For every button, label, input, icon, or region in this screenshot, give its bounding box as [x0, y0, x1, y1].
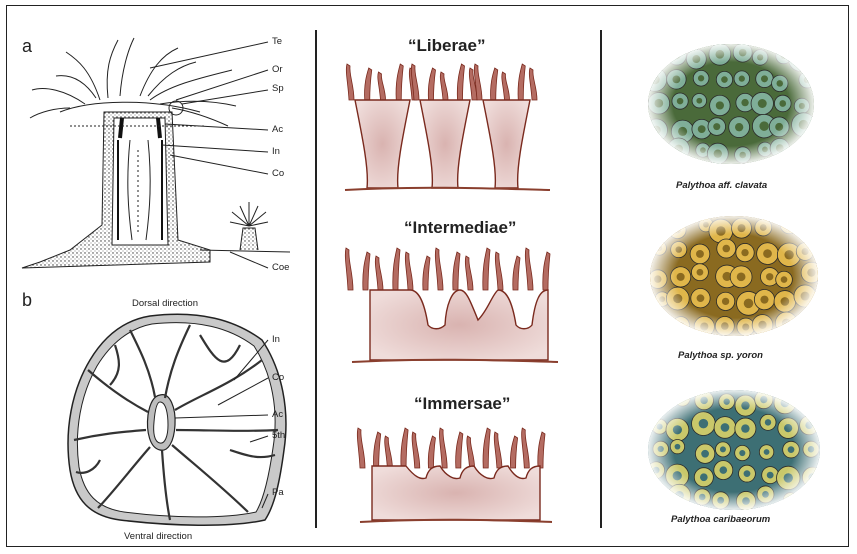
- intermediae-tentacle: [405, 252, 413, 290]
- immersae-tentacle: [494, 432, 502, 468]
- immersae-tentacle: [522, 428, 530, 468]
- intermediae-tentacle: [513, 256, 520, 290]
- photo-palythoa-caribaeorum: [648, 390, 820, 510]
- liberae-polyp-3-tentacle: [518, 64, 525, 100]
- intermediae-tentacle: [345, 248, 353, 290]
- liberae-substrate: [345, 188, 550, 190]
- intermediae-tentacle: [465, 256, 473, 290]
- photo-vignette: [648, 390, 820, 510]
- immersae-tentacle: [401, 428, 408, 468]
- caption-palythoa-yoron: Palythoa sp. yoron: [678, 350, 763, 361]
- liberae-polyp-2-tentacle: [440, 72, 448, 100]
- liberae-polyp-3-tentacle: [529, 68, 537, 100]
- liberae-polyp-1-tentacle: [396, 64, 403, 100]
- immersae-tentacle: [439, 428, 447, 468]
- intermediae-tentacle: [375, 256, 383, 290]
- intermediae-tentacle: [543, 252, 550, 290]
- immersae-tentacle: [456, 432, 463, 468]
- liberae-polyp-2-tentacle: [457, 64, 464, 100]
- immersae-tentacle: [412, 432, 420, 468]
- intermediae-tentacle: [525, 248, 533, 290]
- liberae-polyp-1-tentacle: [378, 72, 386, 100]
- caption-palythoa-clavata: Palythoa aff. clavata: [676, 180, 767, 191]
- intermediae-tentacle: [483, 248, 490, 290]
- liberae-polyp-2-tentacle: [428, 68, 435, 100]
- photo-palythoa-yoron: [650, 216, 818, 336]
- liberae-polyp-3-tentacle: [502, 72, 510, 100]
- immersae-tentacle: [483, 428, 490, 468]
- intermediae-tentacle: [435, 248, 443, 290]
- liberae-polyp-1-tentacle: [365, 68, 372, 100]
- immersae-colony-body: [372, 466, 540, 520]
- immersae-tentacle: [467, 436, 475, 468]
- photo-vignette: [648, 44, 814, 164]
- liberae-polyp-3-tentacle: [491, 68, 498, 100]
- immersae-tentacle: [428, 436, 435, 468]
- immersae-tentacle: [385, 436, 393, 468]
- intermediae-tentacle: [363, 252, 370, 290]
- liberae-polyp-body: [420, 100, 470, 188]
- photo-vignette: [650, 216, 818, 336]
- liberae-polyp-1-tentacle: [346, 64, 354, 100]
- intermediae-tentacle: [393, 248, 400, 290]
- photo-palythoa-clavata: [648, 44, 814, 164]
- liberae-polyp-body: [483, 100, 530, 188]
- intermediae-tentacle: [453, 252, 460, 290]
- immersae-tentacle: [510, 436, 517, 468]
- caption-palythoa-caribaeorum: Palythoa caribaeorum: [671, 514, 770, 525]
- immersae-tentacle: [357, 428, 365, 468]
- intermediae-tentacle: [423, 256, 430, 290]
- intermediae-tentacle: [495, 252, 503, 290]
- intermediae-colony-body: [370, 290, 548, 360]
- liberae-polyp-body: [355, 100, 410, 188]
- immersae-tentacle: [538, 432, 545, 468]
- immersae-tentacle: [373, 432, 380, 468]
